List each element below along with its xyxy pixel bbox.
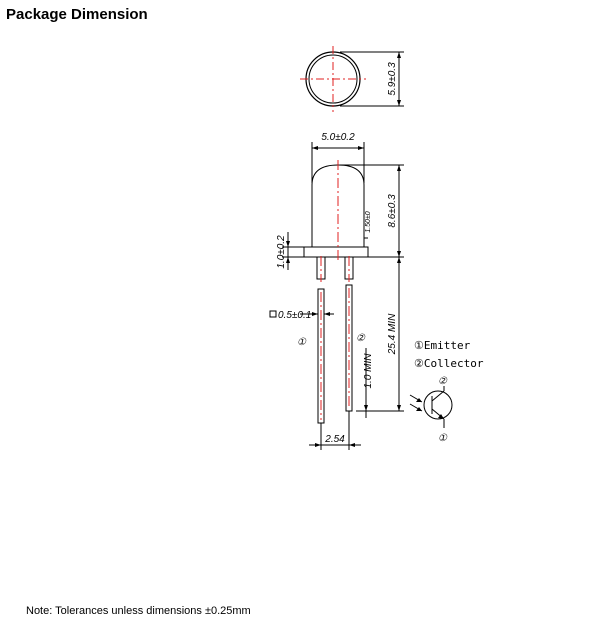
schematic-top-mark: ②: [438, 376, 448, 387]
page-title: Package Dimension: [6, 6, 148, 23]
legend-pin1: ①Emitter: [414, 339, 471, 352]
dim-lead-min: 1.0 MIN: [363, 353, 374, 389]
schematic-bottom-mark: ①: [438, 433, 448, 444]
dim-top-diameter: 5.9±0.3: [387, 62, 398, 96]
top-view-centerlines: [300, 46, 366, 112]
dim-body-width: 5.0±0.2: [321, 132, 355, 143]
dim-lead-spacing: 2.54: [324, 434, 345, 445]
dim-lead-length: 25.4 MIN: [387, 313, 398, 355]
tolerance-note: Note: Tolerances unless dimensions ±0.25…: [26, 605, 251, 617]
phototransistor-symbol: [409, 386, 453, 428]
led-body: [282, 142, 404, 270]
legend-pin2: ②Collector: [414, 357, 484, 370]
dim-flange: 1.0±0.2: [276, 235, 287, 269]
pin2-mark: ②: [356, 333, 366, 344]
leads: [269, 256, 404, 450]
dim-lead-width: 0.5±0.1: [278, 310, 311, 321]
dim-inner-small: 1.50±0: [365, 211, 372, 232]
lead-centerlines: [320, 160, 350, 420]
dim-body-height: 8.6±0.3: [387, 194, 398, 228]
pin1-mark: ①: [297, 337, 307, 348]
